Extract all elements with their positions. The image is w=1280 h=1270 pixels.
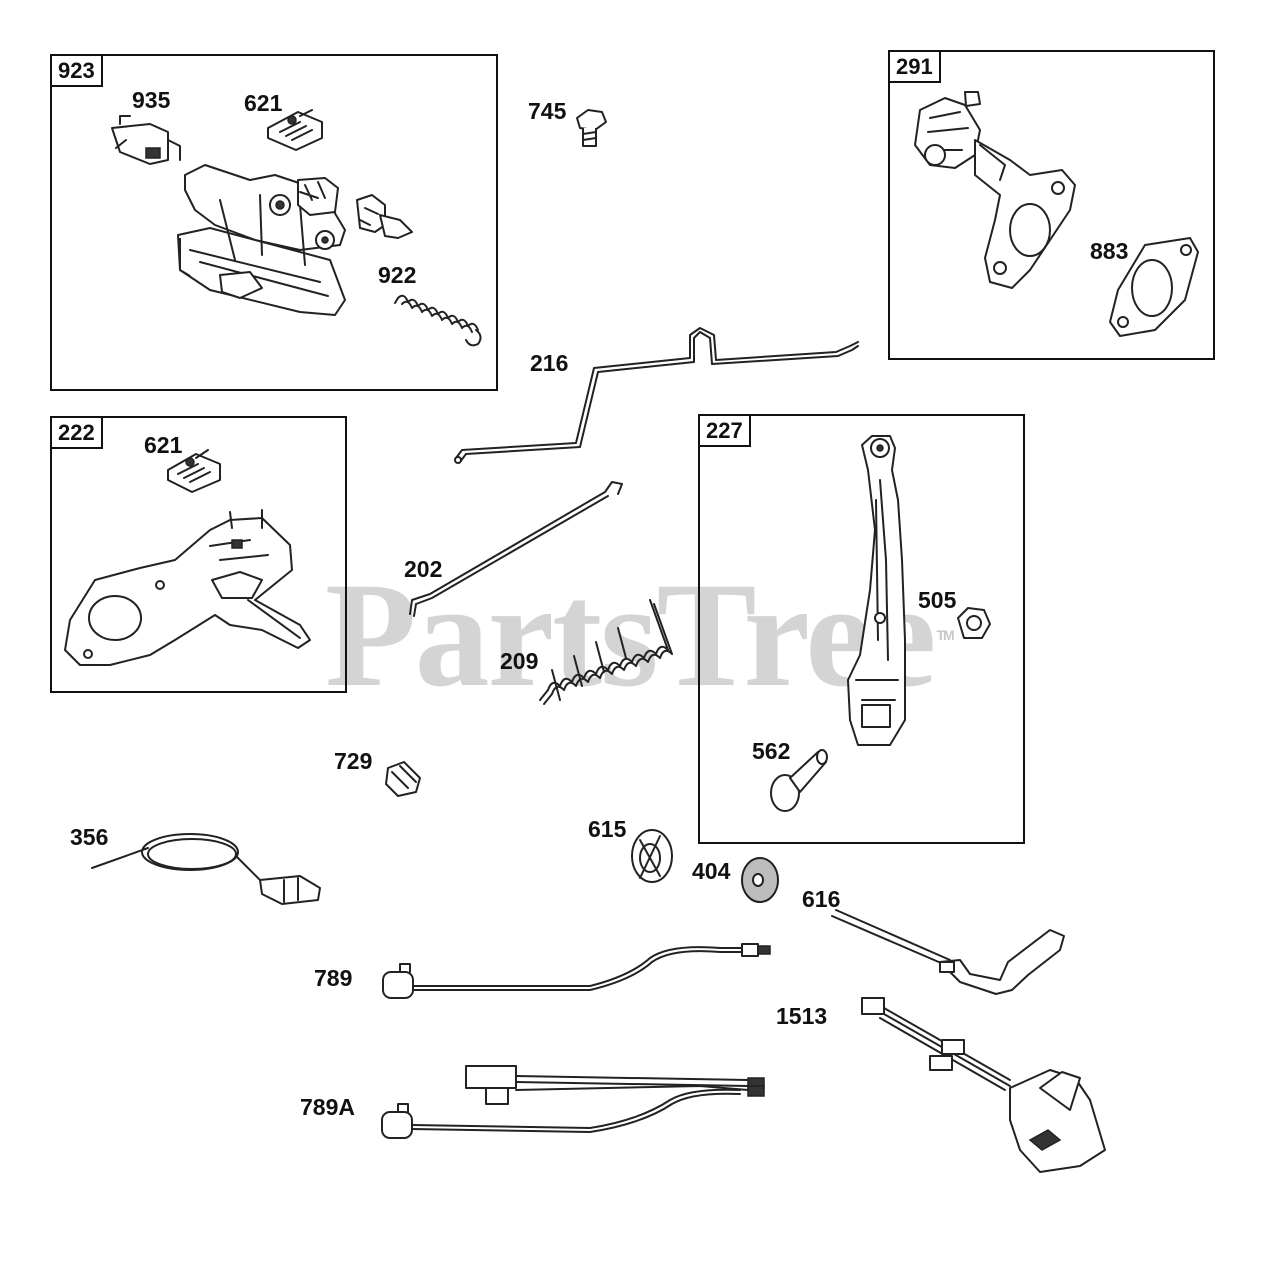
part-222-bracket-drawing <box>64 509 311 666</box>
label-935: 935 <box>132 87 171 113</box>
label-729: 729 <box>334 748 373 774</box>
label-356: 356 <box>70 824 109 850</box>
label-1513: 1513 <box>776 1003 828 1029</box>
part-729-clip-drawing <box>385 761 421 797</box>
group-box-227: 227 <box>698 414 1025 844</box>
part-202-rod-drawing <box>409 481 623 617</box>
part-789-wire-drawing <box>382 943 771 999</box>
label-202: 202 <box>404 556 443 582</box>
group-tag-291: 291 <box>888 50 941 83</box>
part-615-drawing <box>631 829 673 883</box>
label-789: 789 <box>314 965 353 991</box>
label-789a: 789A <box>300 1094 355 1120</box>
part-216-rod-drawing <box>454 327 859 464</box>
part-227-lever-drawing <box>847 435 906 746</box>
part-923-clip-right-drawing <box>356 194 413 239</box>
part-505-nut-drawing <box>957 607 991 639</box>
part-621-clip-drawing <box>267 109 323 151</box>
part-922-spring-drawing <box>394 294 482 347</box>
group-box-923: 923 <box>50 54 498 391</box>
watermark-text: PartsTree <box>325 552 936 718</box>
part-883-gasket-drawing <box>1109 237 1199 337</box>
label-616: 616 <box>802 886 841 912</box>
part-209-spring-drawing <box>539 599 673 705</box>
label-745: 745 <box>528 98 567 124</box>
group-box-291: 291 <box>888 50 1215 360</box>
group-box-222: 222 <box>50 416 347 693</box>
part-404-washer-drawing <box>741 857 779 903</box>
label-562: 562 <box>752 738 791 764</box>
group-tag-923: 923 <box>50 54 103 87</box>
label-621-group-222: 621 <box>144 432 183 458</box>
part-1513-harness-drawing <box>861 997 1106 1173</box>
label-922: 922 <box>378 262 417 288</box>
watermark-mark: TM <box>936 627 954 643</box>
label-404: 404 <box>692 858 731 884</box>
part-291-governor-drawing <box>914 91 1076 289</box>
part-745-bolt-drawing <box>576 109 607 147</box>
label-621-top: 621 <box>244 90 283 116</box>
part-616-lever-drawing <box>831 909 1065 995</box>
label-615: 615 <box>588 816 627 842</box>
label-216: 216 <box>530 350 569 376</box>
label-209: 209 <box>500 648 539 674</box>
part-789a-wire-drawing <box>381 1065 765 1139</box>
part-923-bracket-drawing <box>177 164 346 316</box>
part-621-clip-b-drawing <box>167 449 221 493</box>
group-tag-227: 227 <box>698 414 751 447</box>
group-tag-222: 222 <box>50 416 103 449</box>
label-883: 883 <box>1090 238 1129 264</box>
part-935-switch-drawing <box>111 115 181 165</box>
label-505: 505 <box>918 587 957 613</box>
part-356-wire-drawing <box>91 833 321 905</box>
part-562-pin-drawing <box>770 749 828 812</box>
